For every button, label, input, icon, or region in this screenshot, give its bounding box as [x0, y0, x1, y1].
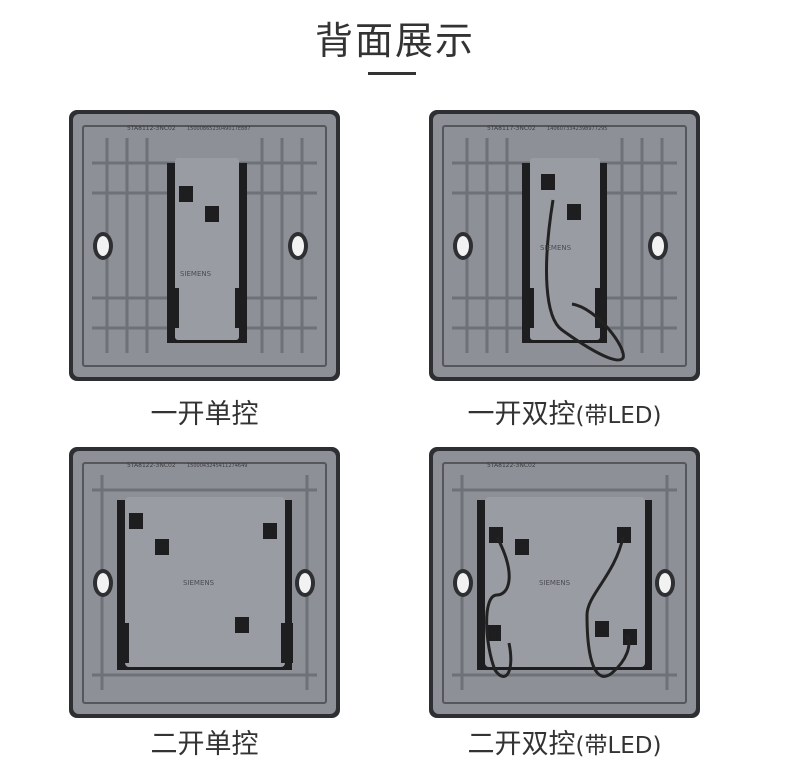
model-number-label: 5TA8122-3NC02: [487, 462, 536, 469]
model-number-label: 5TA8122-3NC02: [127, 462, 176, 469]
caption-double-gang-one-way: 二开单控: [67, 722, 342, 761]
caption-suffix: (带LED): [575, 733, 662, 759]
serial-number-label: 1500043245411274649: [187, 463, 247, 469]
caption-single-gang-two-way-led: 一开双控(带LED): [427, 392, 702, 431]
caption-main: 一开单控: [150, 399, 259, 430]
brand-embossing: SIEMENS: [180, 270, 212, 278]
caption-single-gang-one-way: 一开单控: [67, 392, 342, 431]
brand-embossing: SIEMENS: [539, 579, 571, 587]
switch-back-photo-double-gang-two-way-led: 5TA8122-3NC02 SIEMENS: [427, 445, 702, 720]
brand-embossing: SIEMENS: [540, 244, 572, 252]
title-underline: [368, 72, 416, 75]
serial-number-label: 1406073342398977295: [547, 126, 607, 132]
caption-double-gang-two-way-led: 二开双控(带LED): [427, 722, 702, 761]
switch-back-photo-single-gang-two-way-led: 5TA8117-3NC02 1406073342398977295 SIEMEN…: [427, 108, 702, 383]
switch-back-photo-single-gang-one-way: 5TA8112-3NC02 1500086523049017E887 SIEME…: [67, 108, 342, 383]
brand-embossing: SIEMENS: [183, 579, 215, 587]
page-title: 背面展示: [314, 19, 475, 63]
serial-number-label: 1500086523049017E887: [187, 126, 251, 132]
caption-main: 二开单控: [150, 729, 259, 760]
model-number-label: 5TA8117-3NC02: [487, 125, 536, 132]
caption-main: 一开双控: [467, 399, 576, 430]
caption-suffix: (带LED): [575, 403, 662, 429]
model-number-label: 5TA8112-3NC02: [127, 125, 176, 132]
switch-back-photo-double-gang-one-way: 5TA8122-3NC02 1500043245411274649 SIEMEN…: [67, 445, 342, 720]
caption-main: 二开双控: [467, 729, 576, 760]
